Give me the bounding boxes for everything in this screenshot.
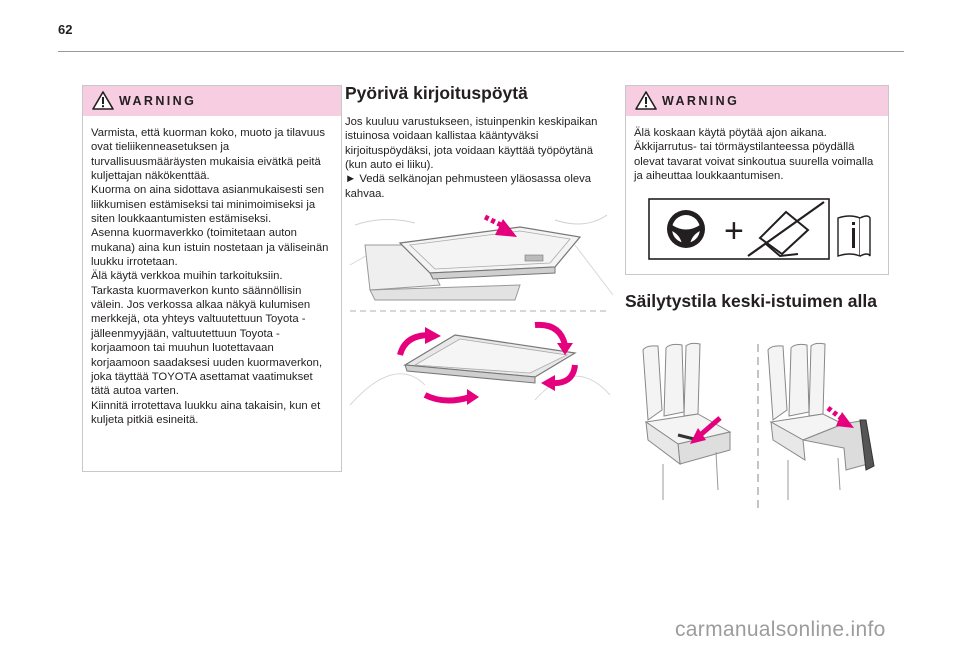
warning-paragraph: Tarkasta kuormaverkon kunto säännöllisin… [91,284,323,398]
warning-triangle-icon [635,91,657,110]
prohibition-pictogram: + [648,198,871,260]
warning-paragraph: Älä käytä verkkoa muihin tarkoituksiin. [91,270,283,283]
section-paragraph: ► Vedä selkänojan pehmusteen yläosassa o… [345,173,592,200]
warning-header: WARNING [626,86,888,116]
warning-header: WARNING [83,86,341,116]
steering-wheel-icon [667,210,705,248]
warning-title: WARNING [662,94,740,108]
desk-illustration [345,205,615,417]
warning-body: Älä koskaan käytä pöytää ajon aikana. Äk… [626,116,888,183]
warning-paragraph: Varmista, että kuorman koko, muoto ja ti… [91,127,325,183]
warning-paragraph: Asenna kuormaverkko (toimitetaan auton m… [91,227,329,269]
warning-box-right: WARNING Älä koskaan käytä pöytää ajon ai… [625,85,889,275]
warning-paragraph: Kiinnitä irrotettava luukku aina takaisi… [91,399,321,426]
warning-body: Varmista, että kuorman koko, muoto ja ti… [83,116,341,427]
warning-paragraph: Älä koskaan käytä pöytää ajon aikana. [634,127,827,139]
warning-box-left: WARNING Varmista, että kuorman koko, muo… [82,85,342,472]
section-desk: Pyörivä kirjoituspöytä Jos kuuluu varust… [345,82,615,201]
svg-text:+: + [724,212,744,250]
warning-title: WARNING [119,94,197,108]
page-number: 62 [58,22,73,37]
section-paragraph: Jos kuuluu varustukseen, istuinpenkin ke… [345,116,598,172]
section-title: Pyörivä kirjoituspöytä [345,83,528,103]
section-body: Jos kuuluu varustukseen, istuinpenkin ke… [345,115,615,201]
section-storage-title: Säilytystila keski-istuimen alla [625,291,877,311]
warning-triangle-icon [92,91,114,110]
watermark: carmanualsonline.info [675,618,886,641]
warning-paragraph: Kuorma on aina sidottava asianmukaisesti… [91,184,324,226]
seats-illustration [638,340,884,512]
info-book-icon [837,215,871,258]
header-rule [58,51,904,52]
warning-paragraph: Äkkijarrutus- tai törmäystilanteessa pöy… [634,141,874,183]
